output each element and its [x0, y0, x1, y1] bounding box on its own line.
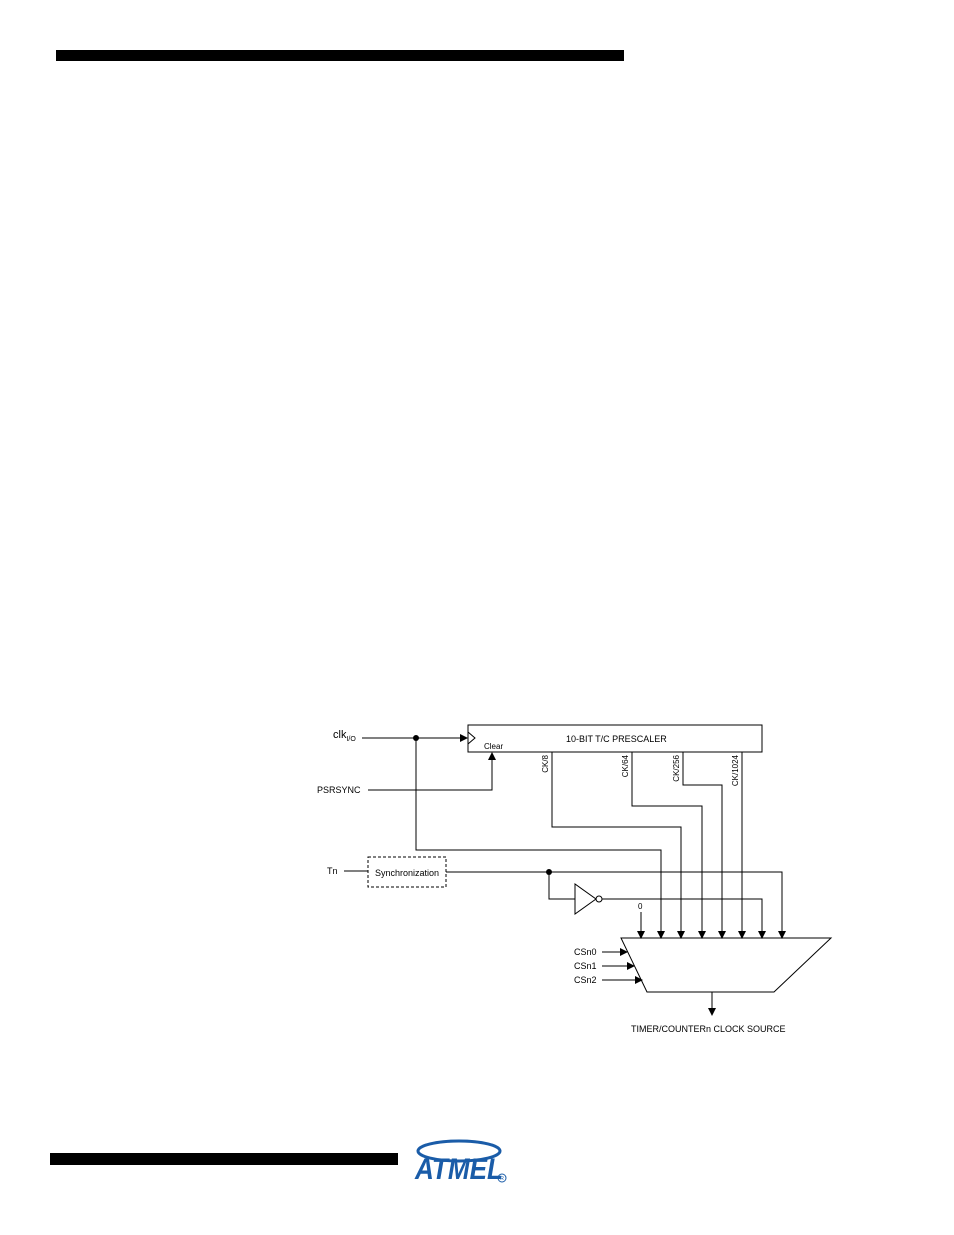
inverter-in-wire [548, 872, 575, 900]
sync-label: Synchronization [375, 868, 439, 878]
footer-rule [50, 1153, 398, 1165]
clk-junction [413, 735, 419, 741]
zero-label: 0 [638, 902, 643, 911]
svg-text:R: R [500, 1176, 504, 1182]
atmel-logo: ATMEL R [414, 1139, 507, 1186]
inverter-gate [574, 883, 597, 915]
ck64-wire [631, 752, 706, 939]
header-rule [56, 50, 624, 61]
clk-label: clkI/O [333, 729, 356, 743]
clock-select-mux [620, 937, 833, 993]
psrsync-wire [368, 752, 496, 791]
prescaler-label: 10-BIT T/C PRESCALER [566, 734, 667, 744]
ck8-label: CK/8 [541, 754, 550, 772]
inverter-out-wire [602, 898, 766, 939]
ck256-wire [682, 752, 726, 939]
output-label: TIMER/COUNTERn CLOCK SOURCE [631, 1024, 786, 1034]
sync-junction [546, 869, 552, 875]
clk-subscript: I/O [346, 736, 356, 743]
clock-input-mark [467, 731, 476, 745]
ck1024-label: CK/1024 [731, 754, 740, 786]
csn1-label: CSn1 [574, 961, 597, 971]
csn2-label: CSn2 [574, 975, 597, 985]
psrsync-label: PSRSYNC [317, 785, 361, 795]
inverter-bubble [595, 895, 603, 903]
clear-label: Clear [484, 742, 503, 751]
sync-out-wire [446, 871, 786, 939]
prescaler-box [467, 724, 763, 753]
logo-text: ATMEL [414, 1153, 503, 1186]
ck256-label: CK/256 [672, 754, 681, 781]
ck8-wire [551, 752, 685, 939]
tn-label: Tn [327, 866, 338, 876]
clk-branch-wire [415, 738, 665, 939]
csn0-label: CSn0 [574, 947, 597, 957]
ck64-label: CK/64 [621, 754, 630, 777]
